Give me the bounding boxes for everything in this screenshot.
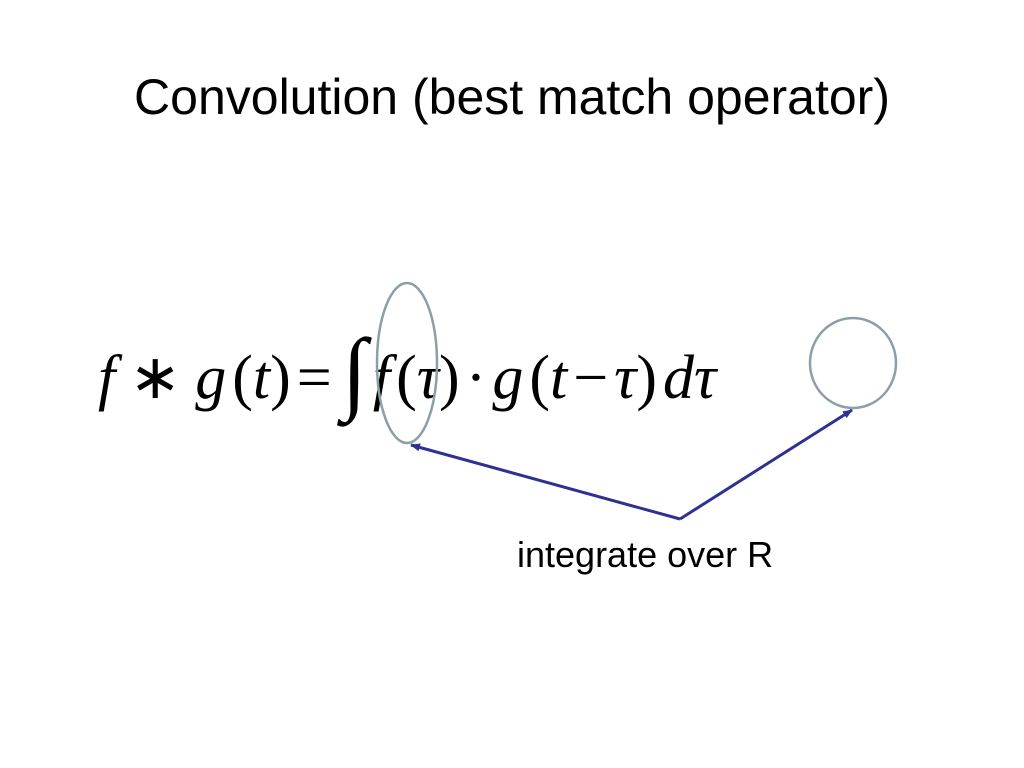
eq-convolution-star: ∗ xyxy=(129,344,182,412)
integral-highlight-ellipse xyxy=(375,281,439,445)
eq-tau-3: τ xyxy=(694,344,717,412)
eq-rparen-2: ) xyxy=(439,344,460,412)
slide-title: Convolution (best match operator) xyxy=(134,69,890,125)
eq-rparen-3: ) xyxy=(636,344,658,412)
eq-t-rhs: t xyxy=(549,344,568,412)
arrow-to-dtau xyxy=(679,408,853,521)
eq-lparen-3: ( xyxy=(529,344,550,412)
annotation-caption: integrate over R xyxy=(517,534,774,575)
eq-rparen-1: ) xyxy=(270,344,291,412)
arrow-to-integral xyxy=(410,443,681,521)
convolution-equation: f∗g(t)=∫f(τ)·g(t−τ)dτ xyxy=(98,322,716,417)
eq-minus: − xyxy=(573,344,609,412)
eq-lparen-2: ( xyxy=(396,344,417,412)
eq-g-rhs: g xyxy=(492,344,524,412)
dtau-highlight-ellipse xyxy=(808,316,898,410)
eq-integral-sign: ∫ xyxy=(341,320,367,422)
eq-f-lhs: f xyxy=(98,344,116,412)
eq-tau-2: τ xyxy=(614,344,637,412)
eq-g-lhs: g xyxy=(195,344,227,412)
eq-d: d xyxy=(663,344,695,412)
eq-lparen-1: ( xyxy=(232,344,253,412)
eq-dot: · xyxy=(465,344,487,412)
eq-t-lhs: t xyxy=(252,344,271,412)
eq-equals: = xyxy=(296,344,332,412)
